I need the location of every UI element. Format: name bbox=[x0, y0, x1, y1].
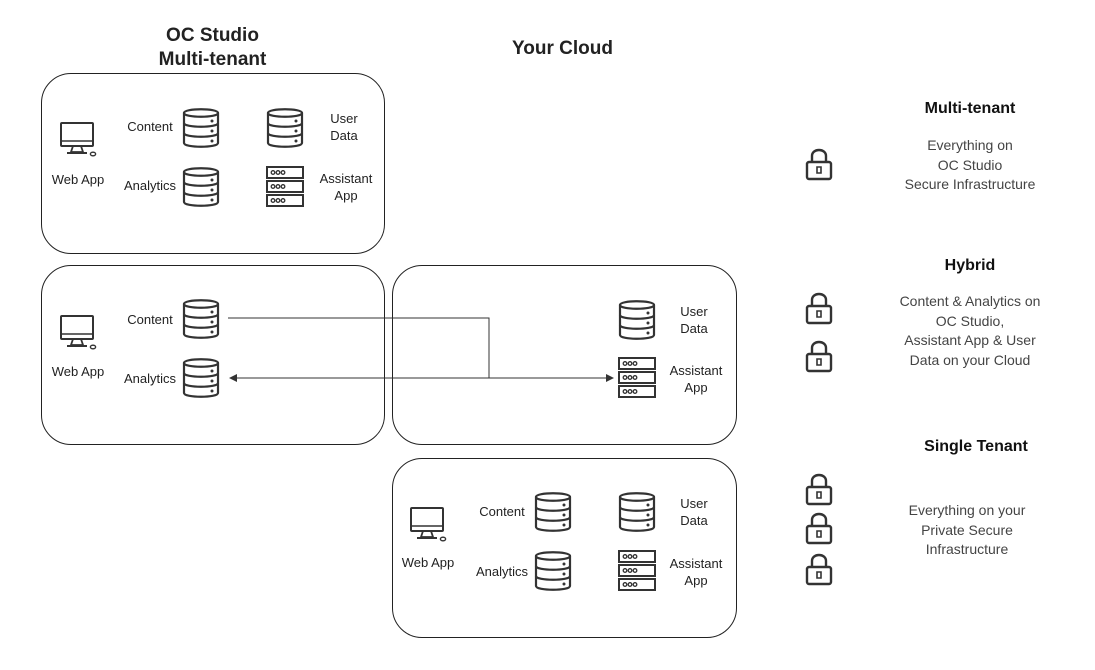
lock-icon bbox=[804, 290, 834, 326]
hybrid-oc-studio-box bbox=[41, 265, 385, 445]
lock-icon bbox=[804, 338, 834, 374]
multi-tenant-title: Multi-tenant bbox=[924, 100, 1016, 117]
oc-studio-title-line-2: Multi-tenant bbox=[158, 49, 267, 70]
hybrid-title: Hybrid bbox=[944, 257, 996, 274]
computer-icon bbox=[408, 505, 448, 545]
database-icon bbox=[533, 549, 573, 593]
user-data-label: User Data bbox=[680, 496, 708, 528]
assistant-app-label: Assistant App bbox=[669, 556, 723, 588]
hybrid-description: Content & Analytics on OC Studio, Assist… bbox=[899, 293, 1041, 368]
single-tenant-your-cloud-box bbox=[392, 458, 737, 638]
analytics-label: Analytics bbox=[475, 564, 529, 579]
user-data-label: User Data bbox=[680, 304, 708, 336]
database-icon bbox=[533, 490, 573, 534]
lock-icon bbox=[804, 471, 834, 507]
assistant-app-label: Assistant App bbox=[669, 363, 723, 395]
content-to-assistant-connector bbox=[228, 317, 490, 378]
oc-studio-column-title: OC Studio Multi-tenant bbox=[140, 24, 285, 72]
multi-tenant-description: Everything on OC Studio Secure Infrastru… bbox=[904, 137, 1036, 192]
single-tenant-title: Single Tenant bbox=[924, 438, 1028, 455]
web-app-label: Web App bbox=[51, 364, 105, 379]
analytics-label: Analytics bbox=[123, 371, 177, 386]
lock-icon bbox=[804, 510, 834, 546]
content-label: Content bbox=[479, 504, 525, 519]
content-label: Content bbox=[127, 119, 173, 134]
your-cloud-column-title: Your Cloud bbox=[512, 38, 613, 59]
content-label: Content bbox=[127, 312, 173, 327]
single-tenant-description: Everything on your Private Secure Infras… bbox=[908, 502, 1026, 557]
database-icon bbox=[617, 490, 657, 534]
multi-tenant-oc-studio-box bbox=[41, 73, 385, 254]
web-app-label: Web App bbox=[401, 555, 455, 570]
hybrid-your-cloud-box bbox=[392, 265, 737, 445]
oc-studio-title-line-1: OC Studio bbox=[166, 25, 259, 46]
lock-icon bbox=[804, 146, 834, 182]
analytics-label: Analytics bbox=[123, 178, 177, 193]
assistant-app-label: Assistant App bbox=[319, 171, 373, 203]
web-app-label: Web App bbox=[51, 172, 105, 187]
lock-icon bbox=[804, 551, 834, 587]
user-data-label: User Data bbox=[330, 111, 358, 143]
server-icon bbox=[617, 549, 657, 593]
